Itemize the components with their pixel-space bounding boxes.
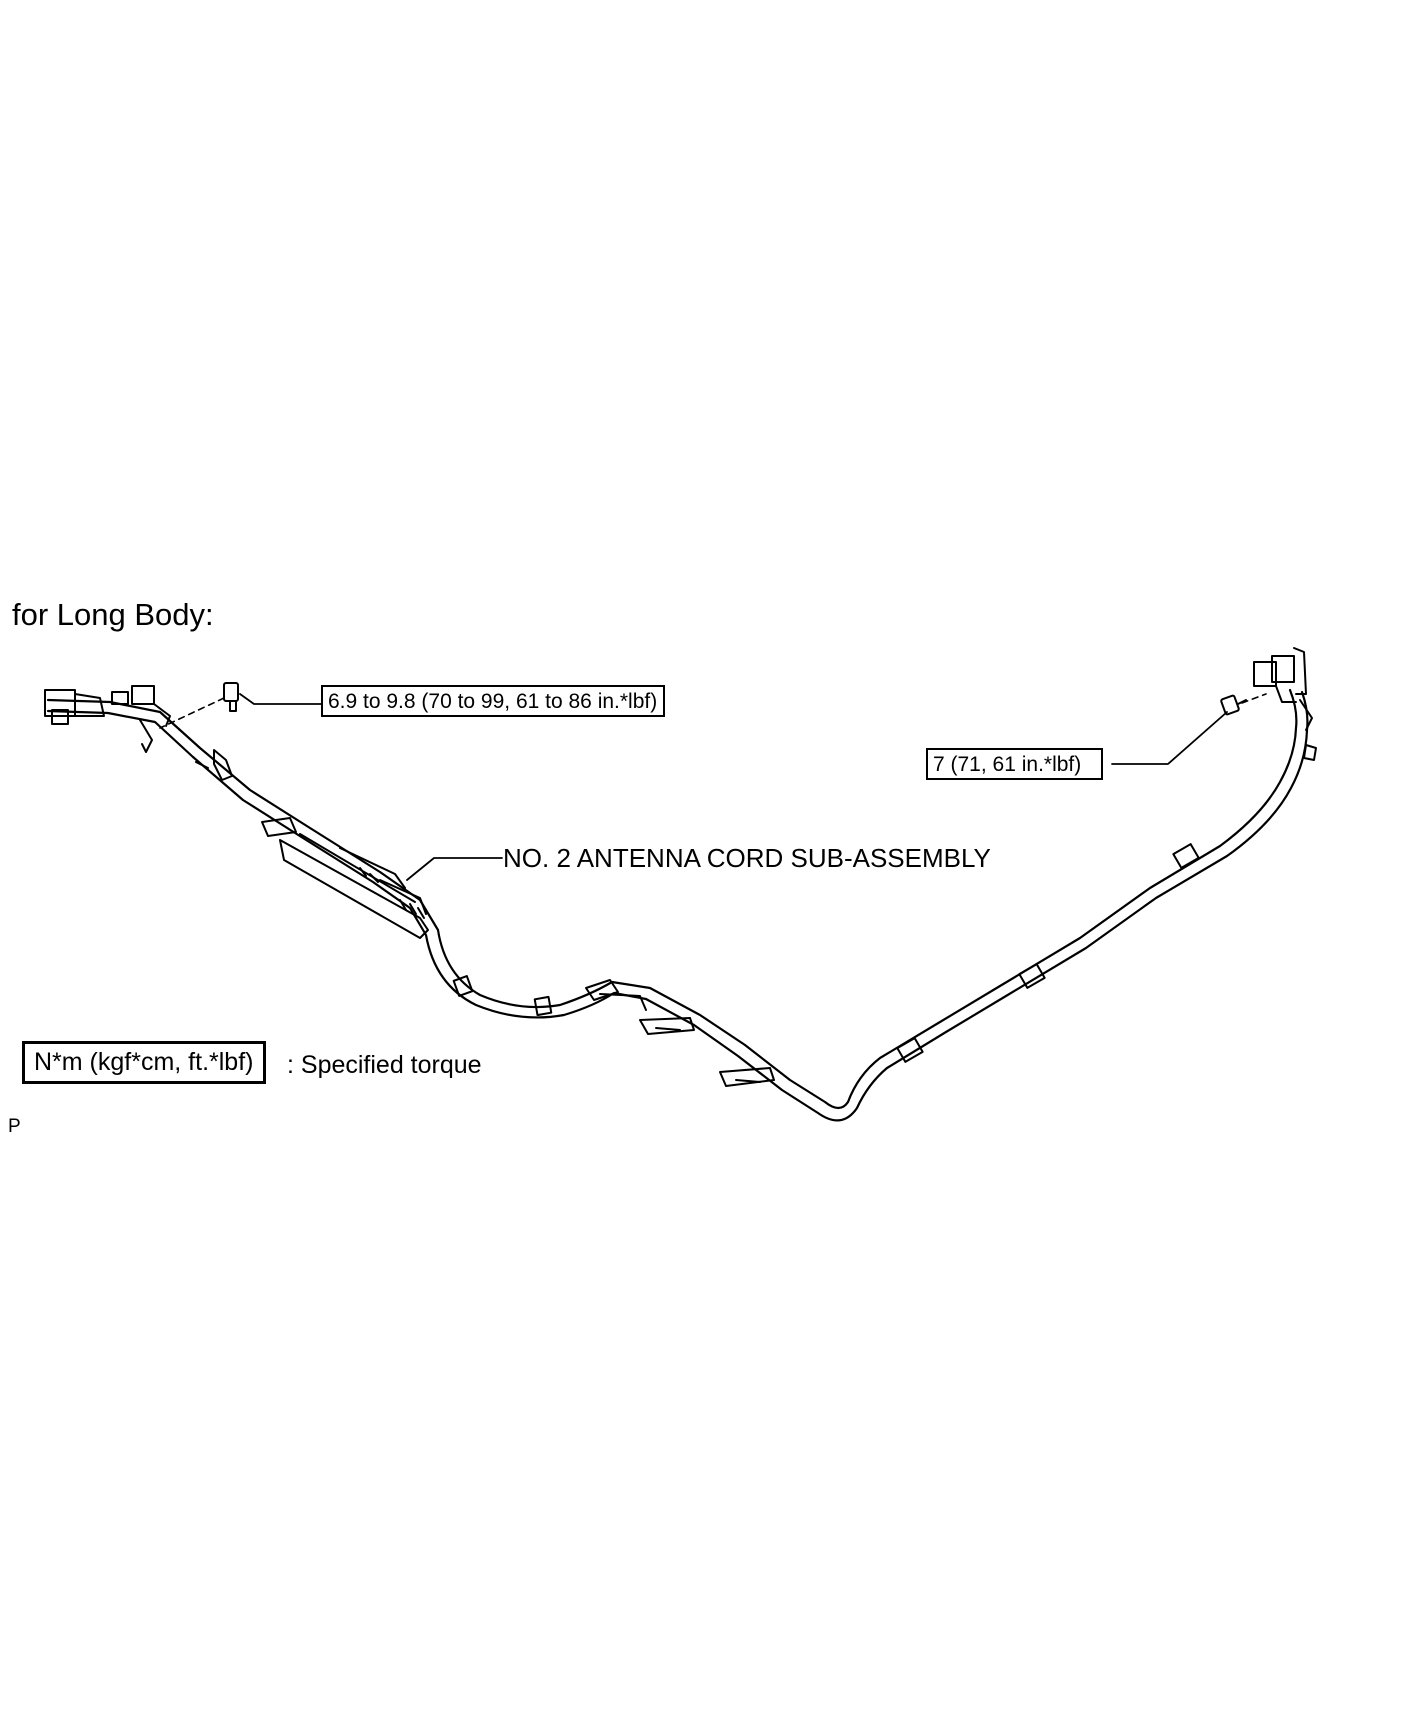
left-bolt-dashed-line (159, 697, 225, 729)
left-torque-leader (239, 693, 322, 705)
left-bolt-torque-spec: 6.9 to 9.8 (70 to 99, 61 to 86 in.*lbf) (321, 685, 666, 717)
left-bracket (195, 749, 233, 781)
torque-legend-description: : Specified torque (287, 1051, 482, 1079)
antenna-cord-cable-outline (46, 690, 1309, 1122)
left-bolt (223, 682, 239, 712)
left-connector (44, 685, 171, 753)
antenna-cord-cable (46, 688, 1298, 1110)
page-code: P (8, 1116, 21, 1137)
cable-clamps (452, 744, 1317, 1087)
right-torque-leader (1111, 711, 1228, 765)
part-label-leader (406, 857, 503, 881)
diagram-heading: for Long Body: (12, 597, 214, 632)
right-connector (1253, 647, 1313, 731)
right-bolt-torque-spec: 7 (71, 61 in.*lbf) (926, 748, 1104, 780)
torque-legend-symbol: N*m (kgf*cm, ft.*lbf) (22, 1041, 267, 1084)
part-name-label: NO. 2 ANTENNA CORD SUB-ASSEMBLY (503, 843, 991, 873)
right-bolt-dashed-line (1241, 693, 1267, 704)
cable-protector (261, 817, 429, 939)
right-bolt (1220, 694, 1247, 716)
